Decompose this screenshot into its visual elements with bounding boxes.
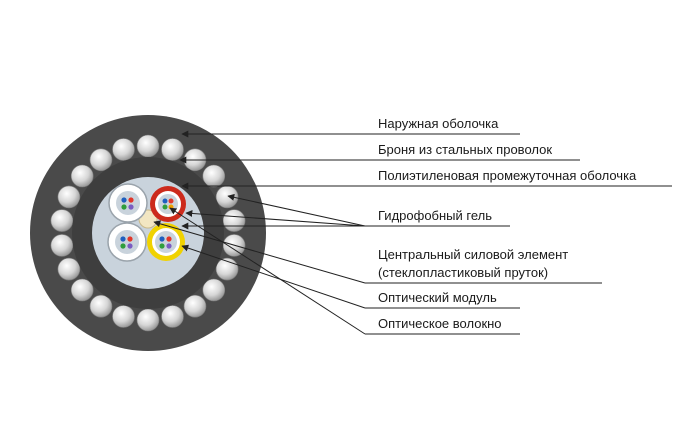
armor-wire	[50, 209, 74, 232]
armor-wire	[70, 278, 94, 302]
armor-wire	[136, 134, 160, 158]
armor-wire	[161, 305, 184, 328]
label-hydrophobic-gel: Гидрофобный гель	[378, 208, 492, 223]
optical-module-white-bottom	[107, 222, 147, 262]
armor-wire	[136, 308, 160, 332]
label-optical-module: Оптический модуль	[378, 290, 497, 305]
armor-wire	[89, 294, 113, 318]
optical-module-white-top	[108, 183, 148, 223]
optical-module-red	[150, 186, 186, 222]
armor-wire	[161, 138, 184, 161]
leader-lines	[153, 130, 672, 335]
leader-gel-2	[185, 209, 366, 227]
label-central-member-line2: (стеклопластиковый пруток)	[378, 265, 548, 280]
optical-fiber-icon	[121, 197, 127, 203]
leader-optical-fiber	[169, 207, 366, 335]
armor-wire	[50, 234, 74, 257]
armor-wire	[57, 257, 81, 281]
armor-wire	[202, 164, 226, 188]
armor-wire	[70, 164, 94, 188]
label-steel-armor: Броня из стальных проволок	[378, 142, 552, 157]
label-pe-sheath: Полиэтиленовая промежуточная оболочка	[378, 168, 637, 183]
armor-wire	[89, 148, 113, 172]
armor-wire	[202, 278, 226, 302]
leader-optical-module	[181, 244, 366, 309]
label-outer-sheath: Наружная оболочка	[378, 116, 499, 131]
armor-wire	[215, 185, 239, 209]
leader-central-member	[153, 220, 366, 284]
armor-wire	[57, 185, 81, 209]
armor-wire	[112, 138, 135, 161]
hydrophobic-gel-area	[92, 177, 204, 289]
armor-wire	[222, 209, 246, 232]
steel-armor-ring	[50, 134, 246, 332]
label-optical-fiber: Оптическое волокно	[378, 316, 502, 331]
leader-gel-1	[227, 193, 366, 227]
armor-wire	[112, 305, 135, 328]
optical-module-yellow	[147, 223, 185, 261]
armor-wire	[183, 294, 207, 318]
label-central-member-line1: Центральный силовой элемент	[378, 247, 568, 262]
